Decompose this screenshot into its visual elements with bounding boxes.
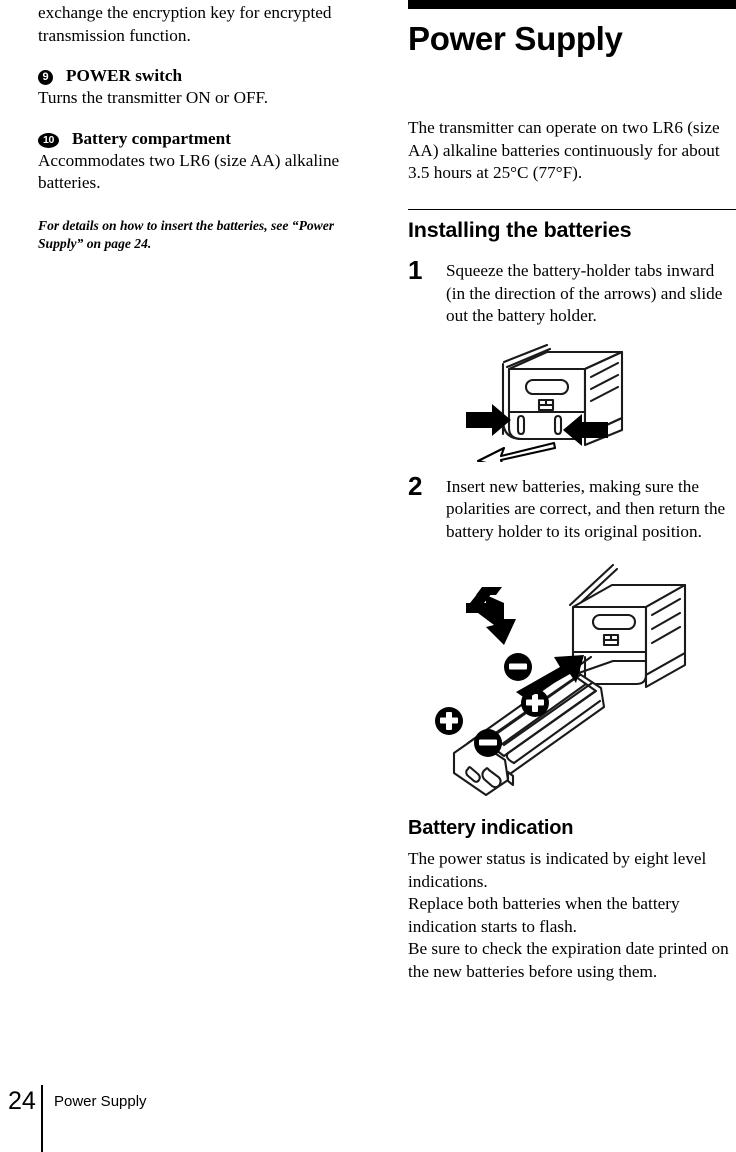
figure-squeeze-tabs bbox=[408, 342, 736, 462]
item-title: Battery compartment bbox=[72, 128, 231, 148]
section-rule bbox=[408, 208, 736, 211]
item-heading-10: 10 Battery compartment bbox=[38, 128, 372, 150]
page-number: 24 bbox=[8, 1087, 36, 1115]
polarity-minus-upper-icon bbox=[504, 653, 532, 682]
battery-indication-line-2: Replace both batteries when the battery … bbox=[408, 894, 680, 936]
arrow-right-inward bbox=[563, 413, 608, 446]
list-item: 10 Battery compartment Accommodates two L… bbox=[38, 128, 372, 195]
arrow-slide-in bbox=[516, 655, 584, 700]
step-text: Insert new batteries, making sure the po… bbox=[446, 476, 726, 541]
page-title: Power Supply bbox=[408, 20, 623, 57]
battery-holder-squeeze-illustration bbox=[466, 343, 624, 462]
circled-number-icon: 9 bbox=[38, 70, 53, 85]
figure-insert-batteries bbox=[408, 557, 736, 797]
item-heading-9: 9 POWER switch bbox=[38, 65, 372, 87]
step-number: 2 bbox=[408, 470, 423, 501]
item-description: Accommodates two LR6 (size AA) alkaline … bbox=[38, 150, 340, 193]
footer-divider bbox=[41, 1085, 43, 1152]
item-description: Turns the transmitter ON or OFF. bbox=[38, 88, 269, 107]
cross-reference-note: For details on how to insert the batteri… bbox=[38, 217, 335, 251]
running-head: Power Supply bbox=[54, 1093, 147, 1110]
battery-insertion-illustration bbox=[435, 564, 687, 797]
battery-indication-line-1: The power status is indicated by eight l… bbox=[408, 849, 707, 891]
step-2: 2 Insert new batteries, making sure the … bbox=[408, 471, 736, 544]
step-number: 1 bbox=[408, 255, 423, 286]
left-column: exchange the encryption key for encrypte… bbox=[38, 0, 372, 253]
step-1: 1 Squeeze the battery-holder tabs inward… bbox=[408, 255, 736, 328]
polarity-plus-left-icon bbox=[435, 707, 463, 736]
polarity-minus-lower-icon bbox=[474, 729, 502, 758]
continued-paragraph: exchange the encryption key for encrypte… bbox=[38, 3, 332, 45]
list-item: 9 POWER switch Turns the transmitter ON o… bbox=[38, 65, 372, 110]
chapter-rule bbox=[408, 0, 736, 9]
section-heading: Installing the batteries bbox=[408, 218, 632, 243]
intro-paragraph: The transmitter can operate on two LR6 (… bbox=[408, 118, 720, 182]
arrow-insert-bent bbox=[466, 587, 516, 646]
right-column: Power Supply The transmitter can operate… bbox=[408, 0, 736, 983]
item-title: POWER switch bbox=[66, 66, 183, 85]
arrow-left-inward bbox=[466, 403, 511, 436]
arrow-slide-out bbox=[476, 441, 557, 462]
page-footer: 24 Power Supply bbox=[0, 1082, 736, 1152]
battery-indication-line-3: Be sure to check the expiration date pri… bbox=[408, 939, 729, 981]
step-text: Squeeze the battery-holder tabs inward (… bbox=[446, 261, 723, 326]
subsection-heading: Battery indication bbox=[408, 817, 574, 840]
circled-number-icon: 10 bbox=[38, 132, 59, 148]
